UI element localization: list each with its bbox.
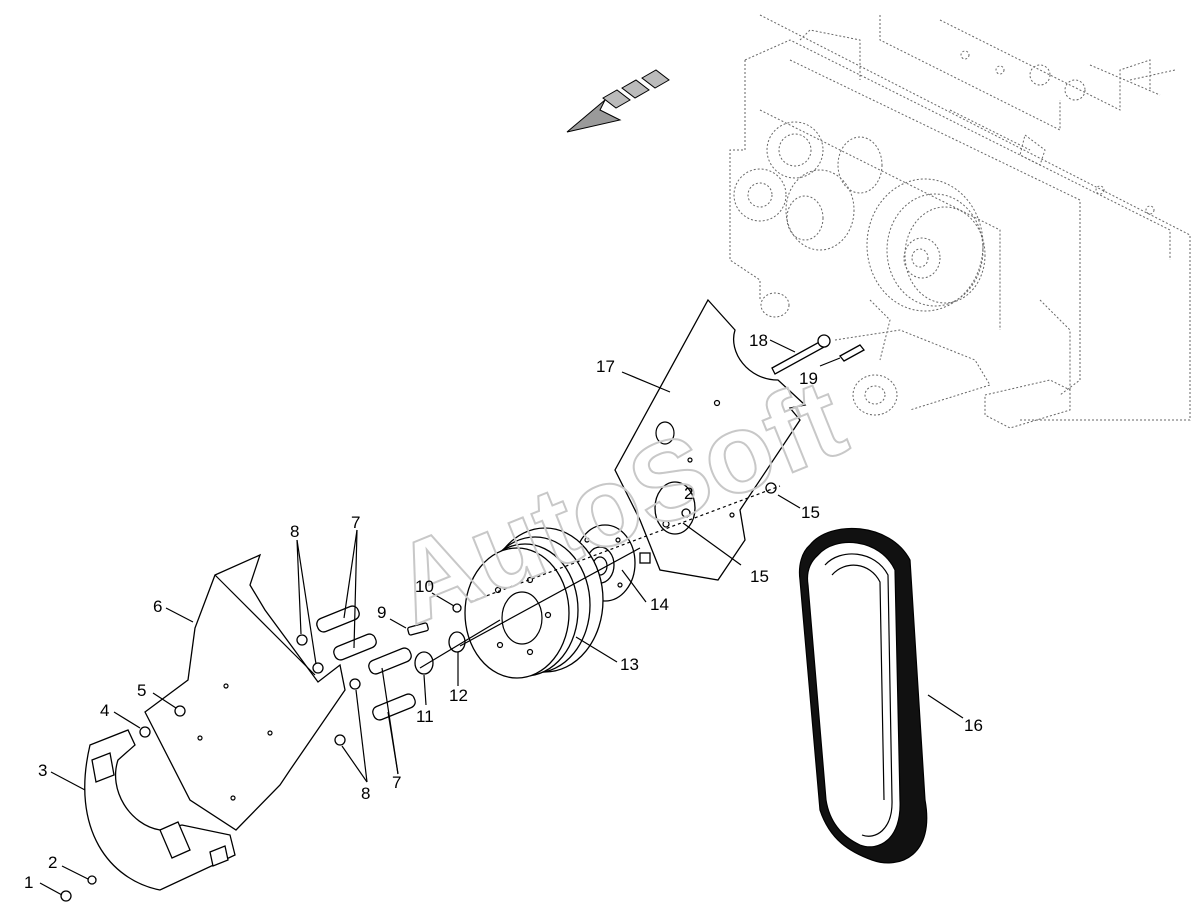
callout-5: 5 — [137, 681, 146, 700]
direction-arrow-icon — [566, 69, 670, 133]
callout-17: 17 — [596, 357, 615, 376]
callout-11: 11 — [416, 707, 434, 726]
callout-4: 4 — [100, 701, 109, 720]
callout-3: 3 — [38, 761, 47, 780]
small-hardware — [407, 603, 466, 675]
callout-7a: 7 — [351, 513, 360, 532]
callout-8b: 8 — [361, 784, 370, 803]
callout-1: 1 — [24, 873, 33, 892]
callout-12: 12 — [449, 686, 468, 705]
callout-6: 6 — [153, 597, 162, 616]
callout-9: 9 — [377, 603, 386, 622]
callout-7b: 7 — [392, 773, 401, 792]
callout-18: 18 — [749, 331, 768, 350]
callout-19: 19 — [799, 369, 818, 388]
callout-16: 16 — [964, 716, 983, 735]
callout-14: 14 — [650, 595, 669, 614]
callout-8a: 8 — [290, 522, 299, 541]
drive-belt — [798, 527, 928, 864]
callout-2b: 2 — [684, 484, 693, 503]
callout-2a: 2 — [48, 853, 57, 872]
spacers — [316, 605, 416, 721]
callout-13: 13 — [620, 655, 639, 674]
guard-shield — [84, 729, 236, 891]
bolt-and-pin — [771, 334, 865, 375]
callout-10: 10 — [415, 577, 434, 596]
leader-lines — [39, 339, 964, 896]
callout-labels: 1 2 2 3 4 5 6 7 7 8 8 9 10 11 12 13 14 1… — [24, 331, 983, 892]
cover-bracket — [144, 553, 346, 831]
machine-frame — [729, 14, 1191, 429]
callout-15a: 15 — [750, 567, 769, 586]
callout-15b: 15 — [801, 503, 820, 522]
